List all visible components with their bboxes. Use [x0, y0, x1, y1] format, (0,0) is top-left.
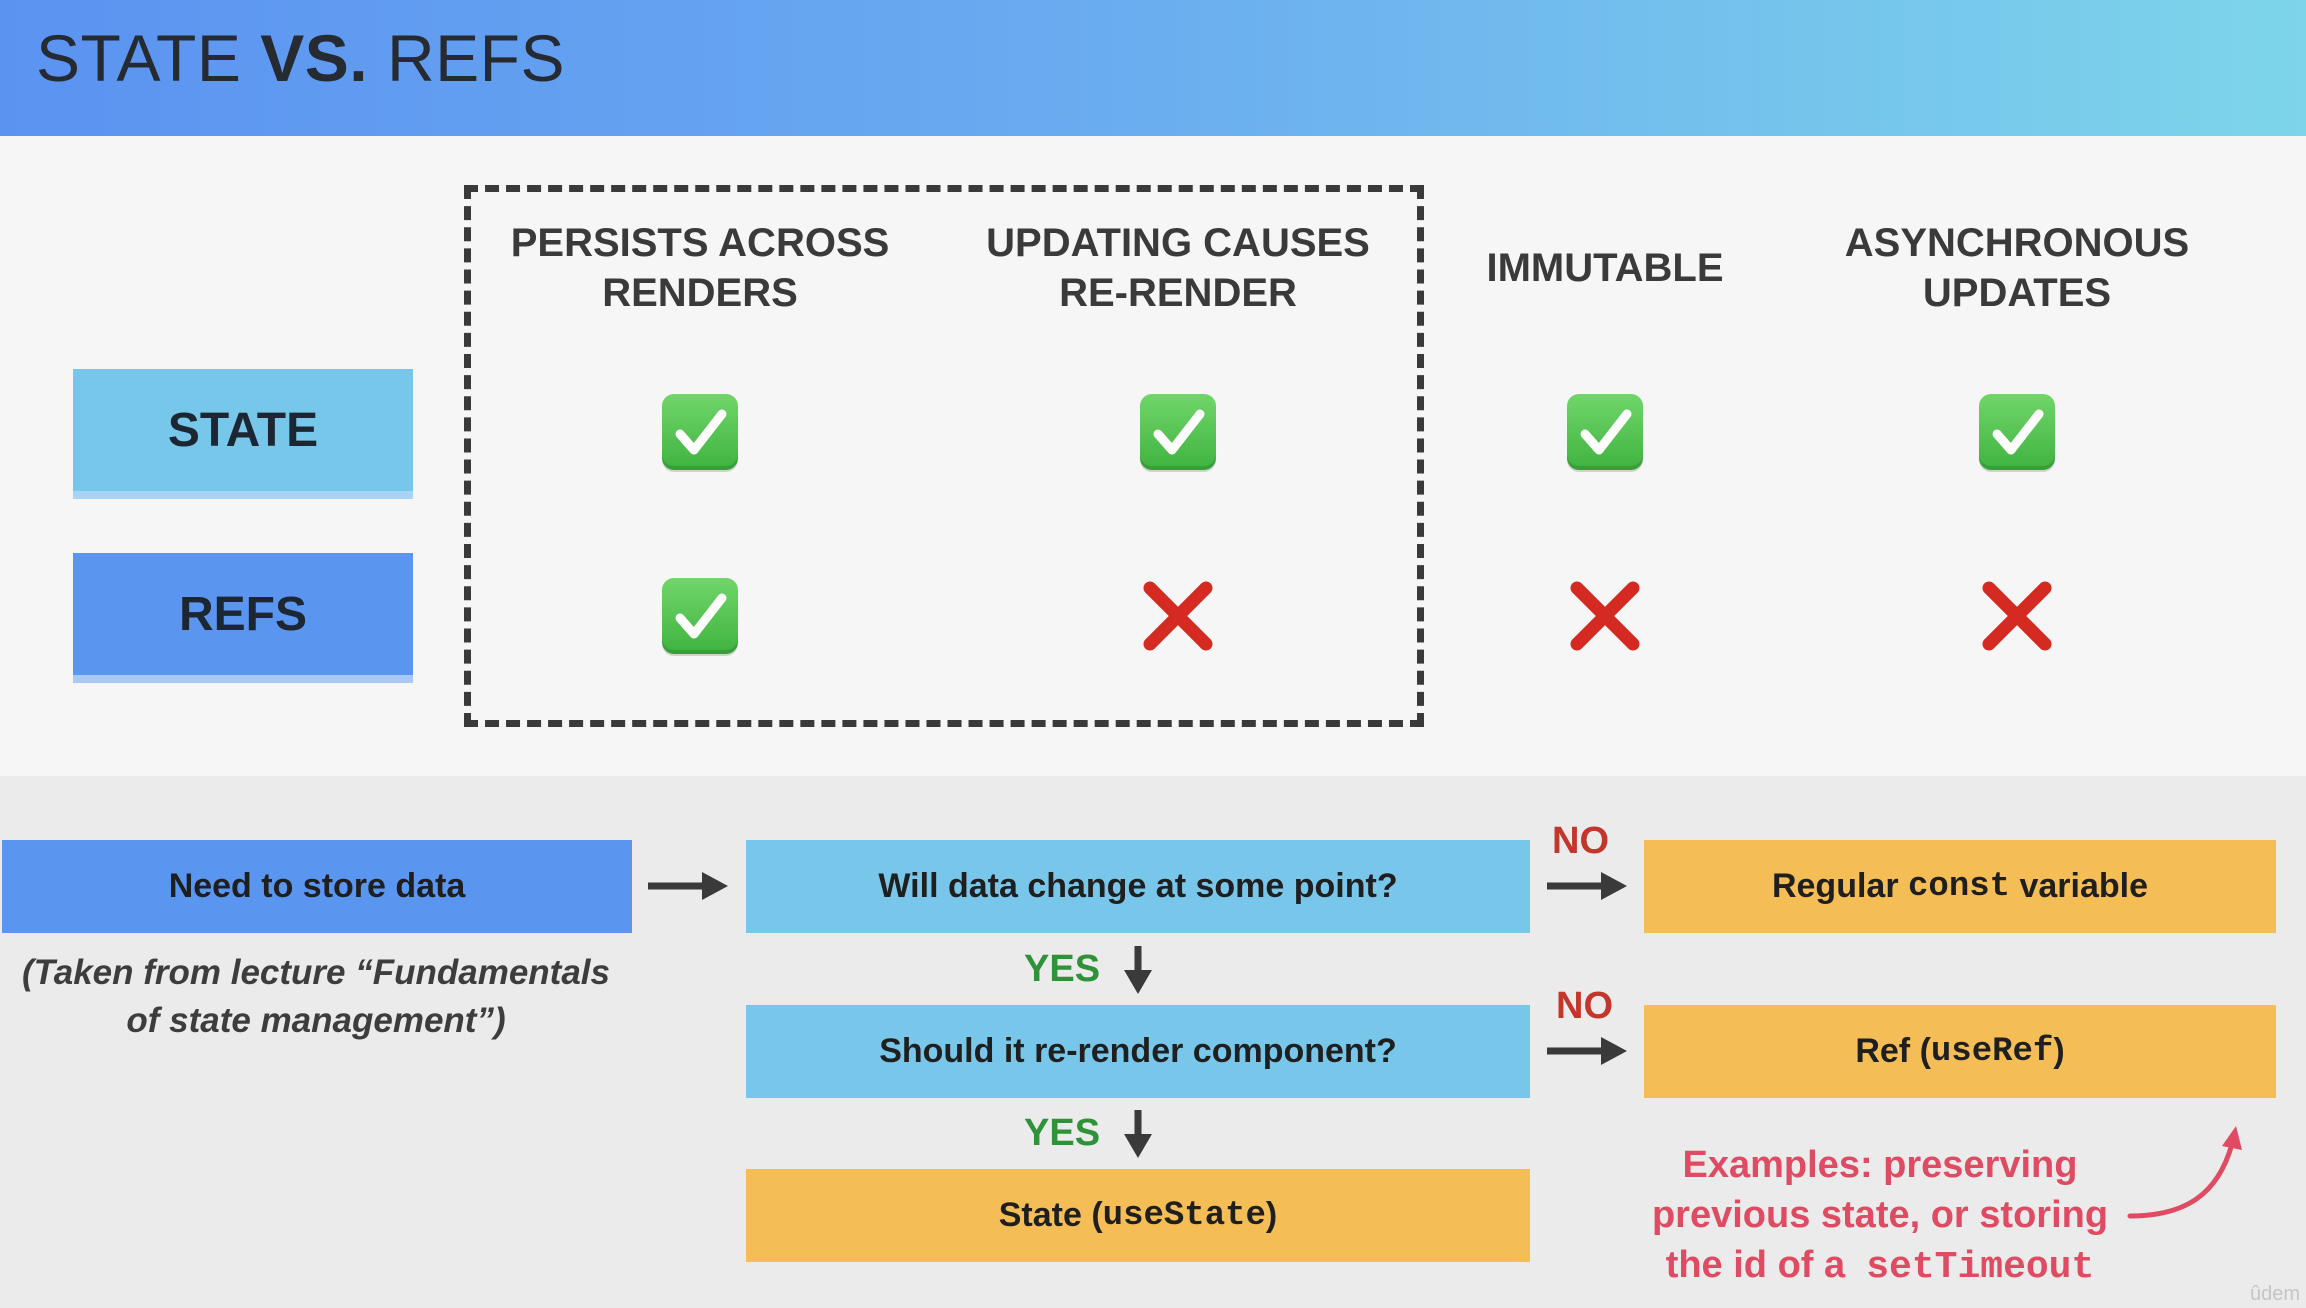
label-yes-1: YES — [1024, 948, 1101, 990]
cross-icon — [1979, 578, 2055, 654]
result-ref-box: Ref ( useRef ) — [1644, 1005, 2276, 1098]
column-header-updating: UPDATING CAUSES RE-RENDER — [986, 218, 1370, 318]
column-header-line: RENDERS — [602, 271, 798, 315]
column-header-line: PERSISTS ACROSS — [510, 221, 890, 265]
result-state-text: State ( — [998, 1196, 1103, 1234]
arrow-down-icon — [1124, 1110, 1152, 1158]
result-const-code: const — [1908, 867, 2011, 906]
dashed-highlight-box — [464, 185, 1424, 727]
column-header-line: ASYNCHRONOUS — [1844, 221, 2190, 265]
column-header-line: UPDATING CAUSES — [986, 221, 1370, 265]
examples-line: Examples: preserving — [1682, 1144, 2078, 1186]
result-state-code: useState — [1102, 1196, 1266, 1235]
column-header-persists: PERSISTS ACROSS RENDERS — [511, 218, 890, 318]
examples-line: the id of a setTimeout — [1620, 1240, 2140, 1293]
examples-note: Examples: preserving previous state, or … — [1620, 1140, 2140, 1293]
lecture-note-line: of state management”) — [126, 1001, 506, 1040]
checkmark-icon — [1140, 394, 1216, 470]
result-state-box: State ( useState ) — [746, 1169, 1530, 1262]
result-ref-text: ) — [2053, 1032, 2065, 1070]
arrow-down-icon — [1124, 946, 1152, 994]
column-header-immutable: IMMUTABLE — [1487, 243, 1724, 293]
result-ref-code: useRef — [1930, 1032, 2054, 1071]
result-const-box: Regular const variable — [1644, 840, 2276, 933]
result-const-text: variable — [2010, 867, 2149, 905]
result-state-text: ) — [1265, 1196, 1278, 1234]
label-no-2: NO — [1556, 985, 1613, 1027]
examples-text: the id of a — [1665, 1244, 1856, 1286]
header-banner: STATE VS. REFS — [0, 0, 2306, 136]
examples-line: previous state, or storing — [1651, 1194, 2109, 1236]
arrow-right-icon — [1547, 1037, 1627, 1065]
row-label-refs: REFS — [73, 553, 413, 675]
checkmark-icon — [1979, 394, 2055, 470]
label-no-1: NO — [1552, 820, 1609, 862]
column-header-line: RE-RENDER — [1059, 271, 1297, 315]
title-refs: REFS — [386, 21, 566, 95]
cross-icon — [1140, 578, 1216, 654]
page-title: STATE VS. REFS — [36, 20, 565, 96]
flow-start-box: Need to store data — [2, 840, 632, 933]
checkmark-icon — [662, 578, 738, 654]
curved-arrow-icon — [2127, 1126, 2242, 1219]
column-header-line: IMMUTABLE — [1486, 246, 1724, 290]
checkmark-icon — [1567, 394, 1643, 470]
row-label-state: STATE — [73, 369, 413, 491]
title-state: STATE — [36, 21, 242, 95]
examples-code: setTimeout — [1866, 1246, 2095, 1289]
checkmark-icon — [662, 394, 738, 470]
lecture-note: (Taken from lecture “Fundamentals of sta… — [0, 949, 632, 1045]
lecture-note-line: (Taken from lecture “Fundamentals — [22, 953, 610, 992]
result-ref-text: Ref ( — [1855, 1032, 1931, 1070]
column-header-line: UPDATES — [1922, 271, 2112, 315]
column-header-asynchronous: ASYNCHRONOUS UPDATES — [1845, 218, 2189, 318]
question-rerender-box: Should it re-render component? — [746, 1005, 1530, 1098]
cross-icon — [1567, 578, 1643, 654]
question-data-change-box: Will data change at some point? — [746, 840, 1530, 933]
result-const-text: Regular — [1771, 867, 1909, 905]
watermark-logo: ûdem — [2249, 1283, 2300, 1305]
arrow-right-icon — [648, 872, 728, 900]
title-vs: VS. — [260, 21, 369, 95]
arrow-right-icon — [1547, 872, 1627, 900]
label-yes-2: YES — [1024, 1112, 1101, 1154]
